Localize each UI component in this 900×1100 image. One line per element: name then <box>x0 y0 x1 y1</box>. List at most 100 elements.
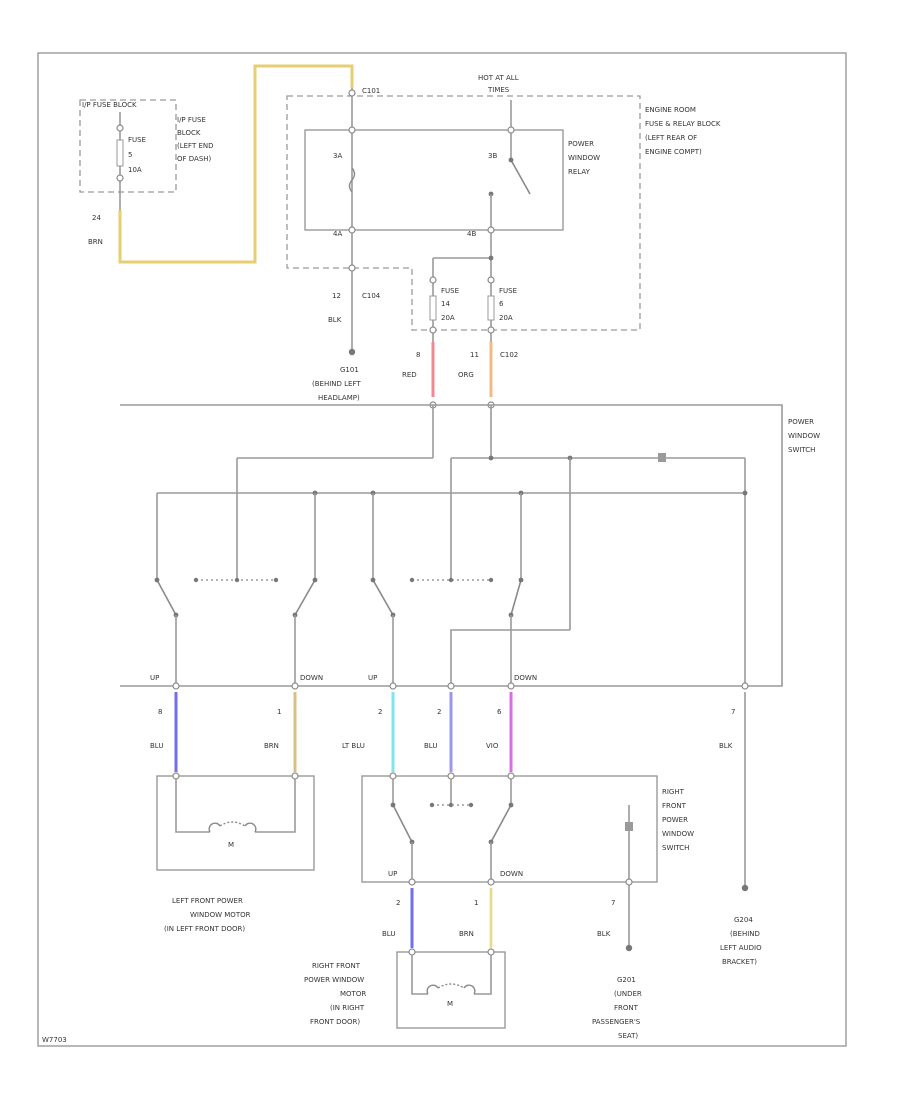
relay-contact <box>510 159 531 195</box>
pin-p7: 7 <box>731 708 735 716</box>
svg-text:WINDOW: WINDOW <box>568 154 600 162</box>
rf-up-label: UP <box>388 870 397 878</box>
power-window-relay <box>304 129 564 231</box>
svg-text:(BEHIND: (BEHIND <box>730 930 760 938</box>
pin-p1: 1 <box>277 708 281 716</box>
blk-ground-label: BLK <box>328 316 342 324</box>
svg-text:(IN LEFT FRONT DOOR): (IN LEFT FRONT DOOR) <box>164 925 245 933</box>
rfpws-desc: RIGHT FRONT POWER WINDOW SWITCH <box>662 788 694 852</box>
right-motor-symbol <box>426 984 476 995</box>
c101-label: C101 <box>362 87 380 95</box>
brn-label: BRN <box>264 742 279 750</box>
g101-ground <box>348 348 356 356</box>
ip-fuse-block-desc: I/P FUSE BLOCK (LEFT END OF DASH) <box>177 116 214 163</box>
rf-blk-label: BLK <box>597 930 611 938</box>
svg-text:(LEFT END: (LEFT END <box>177 142 214 150</box>
diode-symbol <box>658 453 666 462</box>
fuse-6-amp: 20A <box>499 314 513 322</box>
pin-11: 11 <box>470 351 479 359</box>
fuse-6-number: 6 <box>499 300 504 308</box>
pin-p2a: 2 <box>378 708 382 716</box>
svg-text:PASSENGER'S: PASSENGER'S <box>592 1018 641 1026</box>
svg-text:POWER: POWER <box>788 418 814 426</box>
ip-fuse-block-box-label: I/P FUSE BLOCK <box>82 101 137 109</box>
svg-text:WINDOW MOTOR: WINDOW MOTOR <box>190 911 251 919</box>
diagram-frame <box>37 52 847 1047</box>
rfpwm-desc: RIGHT FRONT POWER WINDOW MOTOR (IN RIGHT… <box>304 962 366 1026</box>
down-label-2: DOWN <box>514 674 537 682</box>
down-label-1: DOWN <box>300 674 323 682</box>
rf-pin-7: 7 <box>611 899 615 907</box>
left-up-switch <box>156 579 177 616</box>
relay-coil <box>348 167 356 193</box>
fuse-14-label: FUSE <box>441 287 459 295</box>
pin-p6: 6 <box>497 708 502 716</box>
g201-ground <box>625 944 633 952</box>
svg-text:POWER WINDOW: POWER WINDOW <box>304 976 364 984</box>
relay-pin-4b: 4B <box>467 230 476 238</box>
rf-up-switch <box>392 804 413 843</box>
vio-label: VIO <box>486 742 499 750</box>
svg-text:POWER: POWER <box>568 140 594 148</box>
svg-text:BRACKET): BRACKET) <box>722 958 757 966</box>
up-label-1: UP <box>150 674 159 682</box>
svg-text:BLOCK: BLOCK <box>177 129 201 137</box>
right-up-switch <box>372 579 394 616</box>
pws-desc: POWER WINDOW SWITCH <box>788 418 820 454</box>
diagram-code: W7703 <box>42 1036 67 1044</box>
rf-blu-label: BLU <box>382 930 395 938</box>
g204-ground <box>741 884 749 892</box>
relay-pin-3a: 3A <box>333 152 342 160</box>
ip-fuse-block-outline <box>79 99 177 193</box>
svg-text:POWER: POWER <box>662 816 688 824</box>
svg-text:G201: G201 <box>617 976 636 984</box>
svg-text:I/P FUSE: I/P FUSE <box>177 116 206 124</box>
pin-24: 24 <box>92 214 101 222</box>
left-motor-m: M <box>228 841 234 849</box>
rf-brn-label: BRN <box>459 930 474 938</box>
relay-pin-3b: 3B <box>488 152 497 160</box>
fuse-6-symbol <box>487 295 495 321</box>
fuse-5-symbol <box>116 139 124 167</box>
svg-text:FRONT DOOR): FRONT DOOR) <box>310 1018 360 1026</box>
fuse-14-amp: 20A <box>441 314 455 322</box>
svg-text:FRONT: FRONT <box>662 802 687 810</box>
left-down-switch <box>294 579 316 616</box>
up-label-2: UP <box>368 674 377 682</box>
svg-text:G101: G101 <box>340 366 359 374</box>
fuse-14-number: 14 <box>441 300 450 308</box>
svg-text:SEAT): SEAT) <box>618 1032 638 1040</box>
svg-text:ENGINE ROOM: ENGINE ROOM <box>645 106 696 114</box>
pin-p2b: 2 <box>437 708 441 716</box>
wire-brn-left-label: BRN <box>88 238 103 246</box>
lfpwm-desc: LEFT FRONT POWER WINDOW MOTOR (IN LEFT F… <box>164 897 251 933</box>
pin-p8: 8 <box>158 708 162 716</box>
svg-text:(BEHIND LEFT: (BEHIND LEFT <box>312 380 361 388</box>
org-label: ORG <box>458 371 474 379</box>
right-motor-m: M <box>447 1000 453 1008</box>
fuse-5-number: 5 <box>128 151 132 159</box>
left-motor-symbol <box>208 822 257 833</box>
fuse-5-label: FUSE <box>128 136 146 144</box>
yellow-wire <box>118 64 354 264</box>
svg-text:(UNDER: (UNDER <box>614 990 642 998</box>
right-front-switch-box <box>361 775 658 883</box>
erfr-desc: ENGINE ROOM FUSE & RELAY BLOCK (LEFT REA… <box>645 106 721 156</box>
g204-desc: G204 (BEHIND LEFT AUDIO BRACKET) <box>720 916 762 966</box>
relay-pin-4a: 4A <box>333 230 342 238</box>
rf-down-switch <box>490 804 512 843</box>
svg-text:HEADLAMP): HEADLAMP) <box>318 394 360 402</box>
svg-text:(LEFT REAR OF: (LEFT REAR OF <box>645 134 697 142</box>
erfr-block-outline <box>286 95 641 331</box>
svg-text:ENGINE COMPT): ENGINE COMPT) <box>645 148 702 156</box>
hot-at-all-label: HOT AT ALL <box>478 74 519 82</box>
pin-8: 8 <box>416 351 420 359</box>
svg-text:FUSE & RELAY BLOCK: FUSE & RELAY BLOCK <box>645 120 721 128</box>
blu-label: BLU <box>150 742 163 750</box>
svg-text:WINDOW: WINDOW <box>662 830 694 838</box>
c102-label: C102 <box>500 351 518 359</box>
c104-label: C104 <box>362 292 381 300</box>
svg-text:(IN RIGHT: (IN RIGHT <box>330 1004 365 1012</box>
fuse-5-amp: 10A <box>128 166 142 174</box>
